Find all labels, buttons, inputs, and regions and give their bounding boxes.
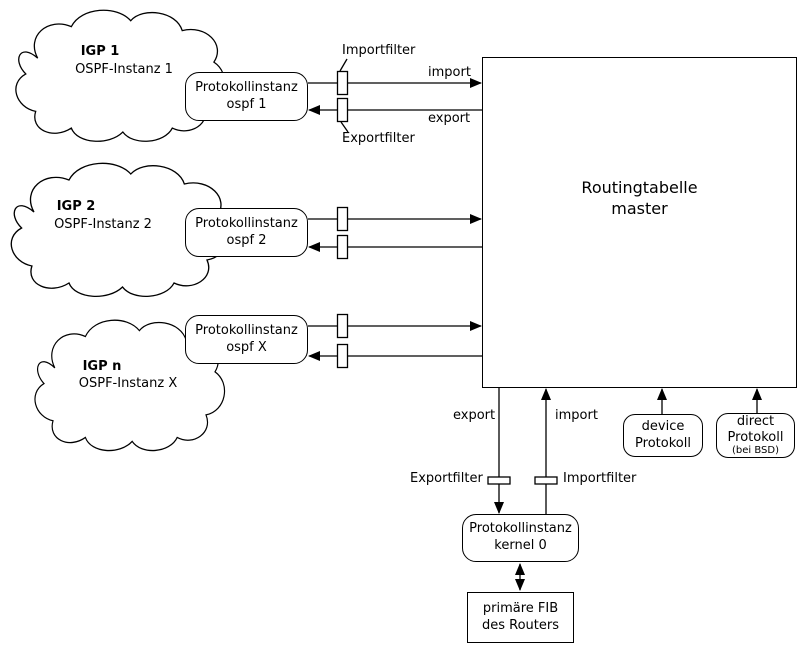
importfilter-pointer xyxy=(339,58,348,72)
protocol-instance-ospf2: Protokollinstanz ospf 2 xyxy=(185,208,308,257)
importfilter-top-label: Importfilter xyxy=(342,43,416,58)
protocol-instance-ospfx-line1: Protokollinstanz xyxy=(195,322,298,338)
exportfilter-top-label: Exportfilter xyxy=(342,131,415,146)
protocol-instance-ospf1: Protokollinstanz ospf 1 xyxy=(185,72,308,121)
importfilter-bottom-label: Importfilter xyxy=(563,471,637,486)
exportfilter-pointer xyxy=(340,121,349,133)
cloud-shape-igp2 xyxy=(10,162,229,298)
protocol-instance-ospf2-line1: Protokollinstanz xyxy=(195,215,298,231)
device-protocol-line1: device xyxy=(641,418,685,434)
protocol-instance-ospf2-line2: ospf 2 xyxy=(226,232,267,248)
importfilter-box-ospfx xyxy=(336,313,349,339)
export-bottom-label: export xyxy=(453,408,496,423)
cloud-shape-igpn xyxy=(34,319,226,452)
cloud-igp1-title: IGP 1 xyxy=(80,44,120,59)
protocol-instance-kernel-line1: Protokollinstanz xyxy=(469,521,572,537)
protocol-instance-ospfx-line2: ospf X xyxy=(226,339,267,355)
device-protocol-line2: Protokoll xyxy=(635,435,691,451)
protocol-instance-ospf1-line1: Protokollinstanz xyxy=(195,79,298,95)
importfilter-box-kernel xyxy=(534,476,558,485)
import-bottom-label: import xyxy=(555,408,598,423)
fib-line1: primäre FIB xyxy=(482,600,559,616)
cloud-igp1-subtitle: OSPF-Instanz 1 xyxy=(75,62,173,77)
cloud-igp2-subtitle: OSPF-Instanz 2 xyxy=(54,217,152,232)
protocol-instance-kernel-line2: kernel 0 xyxy=(494,538,547,553)
cloud-igpn-subtitle: OSPF-Instanz X xyxy=(78,376,178,391)
import-top-label: import xyxy=(428,65,471,80)
protocol-instance-ospf1-line2: ospf 1 xyxy=(226,96,267,112)
exportfilter-box-ospfx xyxy=(336,343,349,369)
direct-protocol-line1: direct xyxy=(736,413,775,429)
exportfilter-box-ospf1 xyxy=(336,97,349,123)
protocol-instance-ospfx: Protokollinstanz ospf X xyxy=(185,315,308,364)
direct-protocol: direct Protokoll (bei BSD) xyxy=(716,413,795,458)
cloud-shape-igp1 xyxy=(15,9,225,142)
fib-box: primäre FIB des Routers xyxy=(467,592,574,643)
routing-table-line1: Routingtabelle xyxy=(581,178,698,197)
cloud-igpn-title: IGP n xyxy=(82,359,122,374)
direct-protocol-line2: Protokoll xyxy=(727,429,784,445)
exportfilter-bottom-label: Exportfilter xyxy=(410,471,483,486)
device-protocol: device Protokoll xyxy=(623,414,703,457)
routing-table-line2: master xyxy=(611,198,668,218)
export-top-label: export xyxy=(428,111,471,126)
protocol-instance-kernel: Protokollinstanz kernel 0 xyxy=(462,514,579,562)
fib-line2: des Routers xyxy=(481,617,559,633)
importfilter-box-ospf1 xyxy=(336,70,349,96)
direct-protocol-note: (bei BSD) xyxy=(732,445,779,457)
exportfilter-box-kernel xyxy=(487,476,511,485)
importfilter-box-ospf2 xyxy=(336,206,349,232)
cloud-igp2-title: IGP 2 xyxy=(56,199,96,214)
routing-table-master: Routingtabelle master xyxy=(482,57,797,388)
exportfilter-box-ospf2 xyxy=(336,234,349,260)
